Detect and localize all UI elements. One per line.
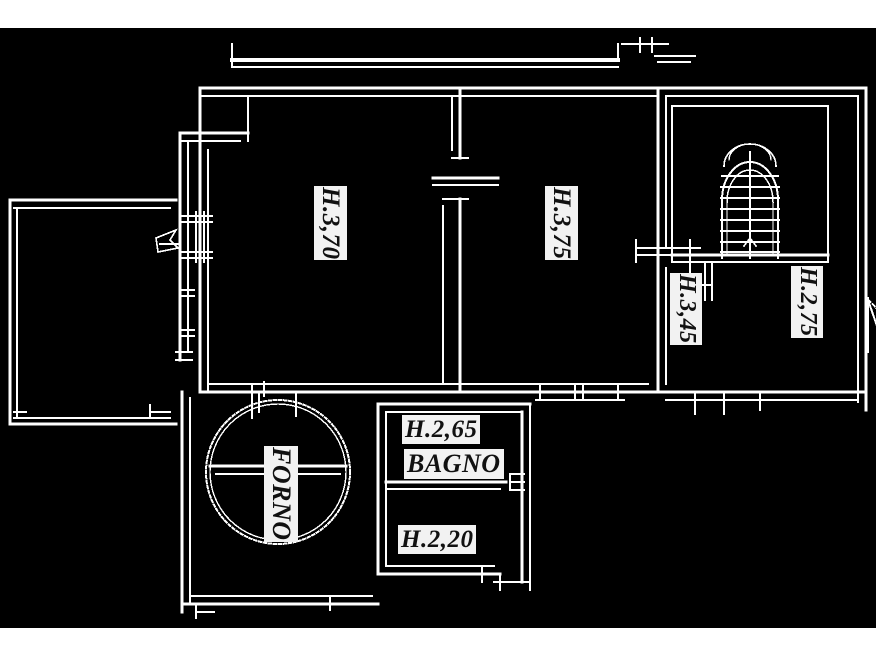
central-partition-wall: [431, 86, 500, 392]
label-bathroom-height: H.2,65: [402, 415, 481, 444]
label-room-right-height: H.3,75: [545, 186, 578, 261]
entry-arrow-icon: [155, 228, 181, 253]
top-dimension-line: [230, 37, 696, 68]
label-corner-room-height: H.2,75: [791, 266, 823, 338]
page-margin-right: [876, 0, 893, 670]
label-bathroom: BAGNO: [404, 449, 504, 480]
main-body-lower-openings: [535, 383, 761, 415]
lower-wing-walls: [180, 385, 532, 619]
page-margin-bottom: [0, 628, 893, 670]
label-room-left-height: H.3,70: [314, 186, 347, 261]
stair-block-walls: [635, 86, 868, 412]
left-wall-openings: [179, 211, 213, 337]
dimension-ticks: [175, 239, 637, 611]
page-margin-top: [0, 0, 893, 28]
staircase: [720, 143, 780, 259]
label-stair-room-height: H.3,45: [670, 273, 702, 345]
left-courtyard: [8, 198, 178, 426]
outer-walls-upper: [178, 86, 660, 394]
label-oven: FORNO: [264, 446, 299, 542]
label-rear-height: H.2,20: [398, 525, 477, 554]
